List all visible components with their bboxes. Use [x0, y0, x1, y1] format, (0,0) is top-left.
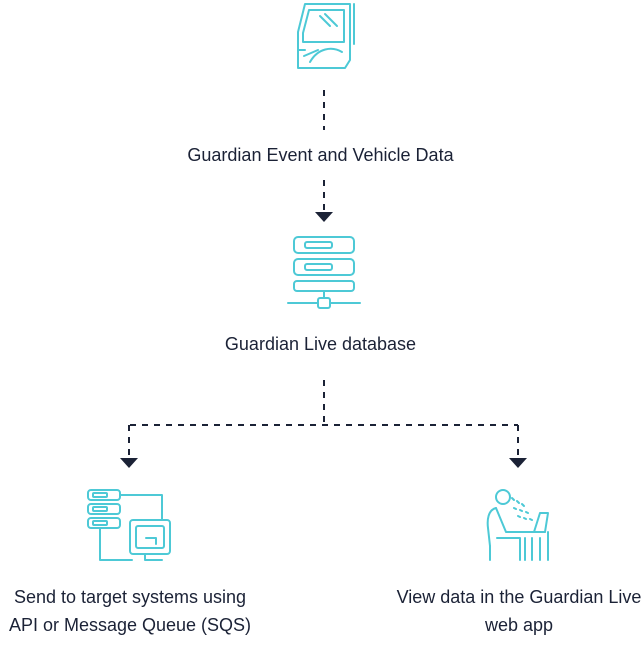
arrowhead-to-target-systems — [120, 458, 138, 468]
person-at-laptop-icon — [486, 489, 549, 561]
server-database-icon — [287, 236, 361, 309]
database-label: Guardian Live database — [224, 334, 417, 354]
arrowhead-to-database — [315, 212, 333, 222]
arrowhead-to-web-app — [509, 458, 527, 468]
web-app-label: View data in the Guardian Live web app — [396, 587, 641, 635]
event-data-label: Guardian Event and Vehicle Data — [187, 145, 454, 165]
server-to-monitor-icon — [87, 489, 171, 561]
vehicle-door-icon — [297, 3, 355, 69]
target-systems-label: Send to target systems using API or Mess… — [8, 587, 252, 635]
